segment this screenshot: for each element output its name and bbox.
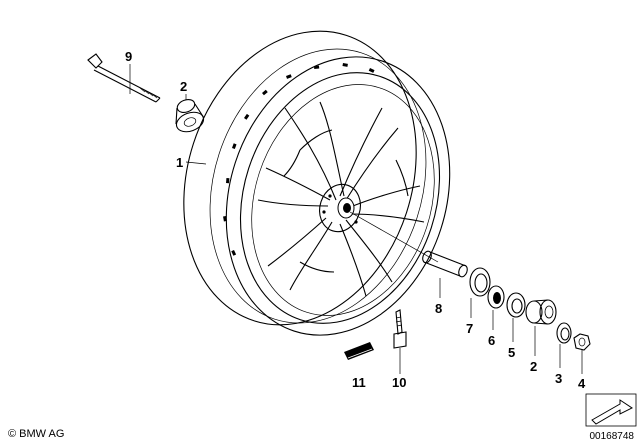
nut: [573, 333, 591, 351]
callout-4: 4: [578, 376, 586, 391]
callout-1: 1: [176, 155, 183, 170]
axle-sleeve: [422, 250, 468, 278]
axle-centerline: [349, 211, 439, 263]
copyright-text: © BMW AG: [8, 428, 65, 440]
callout-3: 3: [555, 371, 562, 386]
rim-slots: [223, 62, 375, 256]
callout-labels: 9 2 1 8 7 6 5 2 3 4 11 10: [125, 49, 586, 391]
bearing: [487, 285, 505, 309]
wheel-rim: [183, 30, 451, 336]
seal-ring: [469, 267, 491, 297]
tire-valve: [393, 309, 407, 349]
callout-9: 9: [125, 49, 132, 64]
callout-8: 8: [435, 301, 442, 316]
wheel-spokes: [257, 101, 425, 297]
folded-corner-arrow-icon: [585, 393, 637, 427]
callout-10: 10: [392, 375, 406, 390]
bolt-part: [87, 53, 161, 103]
callout-6: 6: [488, 333, 495, 348]
leader-lines: [129, 64, 583, 374]
wheel-hub: [319, 183, 361, 233]
callout-5: 5: [508, 345, 515, 360]
ring: [506, 292, 526, 318]
spacer-sleeve-top: [175, 99, 205, 133]
callout-2-right: 2: [530, 359, 537, 374]
small-ring: [556, 322, 572, 344]
balance-weight: [344, 342, 374, 360]
diagram-number: 00168748: [589, 431, 635, 442]
spacer-bushing-right: [525, 299, 557, 325]
callout-11: 11: [352, 375, 366, 390]
callout-2-top: 2: [180, 79, 187, 94]
callout-7: 7: [466, 321, 473, 336]
